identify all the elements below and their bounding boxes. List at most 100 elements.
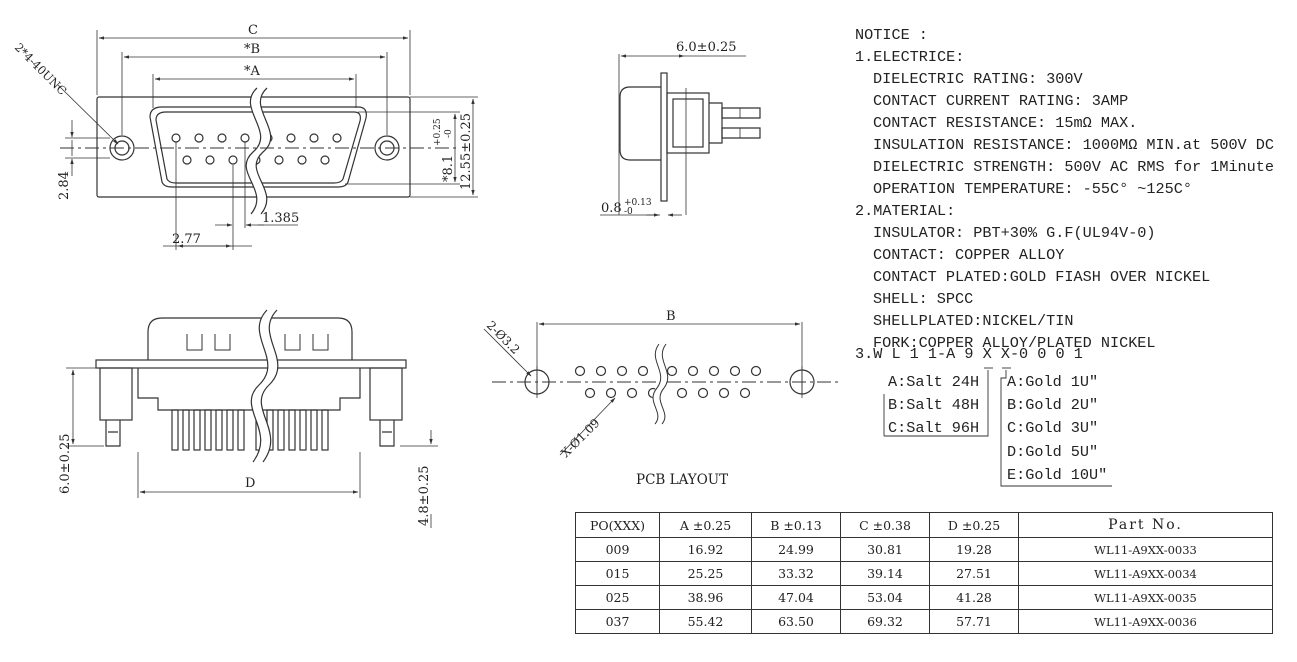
pcb-dim-b: B xyxy=(666,309,676,324)
table-cell: 24.99 xyxy=(751,537,841,562)
table-header-row: PO(XXX) A ±0.25 B ±0.13 C ±0.38 D ±0.25 … xyxy=(575,512,1273,538)
break-line xyxy=(260,309,279,463)
table-cell: 015 xyxy=(575,561,660,586)
gold-option: A:Gold 1U" xyxy=(1007,373,1099,391)
notice-line: SHELL: SPCC xyxy=(873,290,974,308)
side-fork-tail xyxy=(721,107,761,139)
dim-pin-length: 4.8±0.25 xyxy=(417,465,432,526)
table-header: D ±0.25 xyxy=(929,512,1019,538)
bottom-pins xyxy=(171,409,329,451)
dim-2-84: 2.84 xyxy=(57,171,72,200)
side-boardlock xyxy=(709,102,723,144)
contacts-row-1 xyxy=(171,133,342,143)
gold-option: B:Gold 2U" xyxy=(1007,396,1099,414)
front-view xyxy=(57,30,478,250)
table-cell: 69.32 xyxy=(840,609,930,634)
table-cell: 38.96 xyxy=(659,585,752,610)
notice-line: CONTACT: COPPER ALLOY xyxy=(873,246,1065,264)
dim-flange-thickness: 0.8 xyxy=(601,201,622,216)
dim-c-label: C xyxy=(248,23,258,38)
dim-a-label: *A xyxy=(244,64,261,79)
notice-line: CONTACT CURRENT RATING: 3AMP xyxy=(873,92,1129,110)
right-fork xyxy=(379,420,395,447)
table-cell: WL11-A9XX-0033 xyxy=(1018,537,1273,562)
side-view xyxy=(600,54,761,217)
notice-line: NOTICE : xyxy=(855,26,928,44)
table-header: PO(XXX) xyxy=(575,512,660,538)
notice-line: INSULATOR: PBT+30% G.F(UL94V-0) xyxy=(873,224,1156,242)
notice-line: DIELECTRIC STRENGTH: 500V AC RMS for 1Mi… xyxy=(873,158,1275,176)
part-number-code: 3.W L 1 1-A 9 X X-0 0 0 1 xyxy=(855,345,1083,363)
left-boardlock-block xyxy=(99,367,133,421)
gold-option: D:Gold 5U" xyxy=(1007,443,1099,461)
dim-side-width: 6.0±0.25 xyxy=(676,40,737,55)
table-header: A ±0.25 xyxy=(659,512,752,538)
notice-block: NOTICE : 1.ELECTRICE: DIELECTRIC RATING:… xyxy=(855,24,1295,354)
dim-2-77: 2.77 xyxy=(172,232,201,247)
dim-1-385: 1.385 xyxy=(262,211,299,226)
pcb-layout-title: PCB LAYOUT xyxy=(636,472,728,488)
salt-option: A:Salt 24H xyxy=(888,373,980,391)
bottom-windows xyxy=(186,334,329,351)
table-header: C ±0.38 xyxy=(840,512,930,538)
break-line xyxy=(245,87,262,215)
table-cell: 55.42 xyxy=(659,609,752,634)
notice-line: DIELECTRIC RATING: 300V xyxy=(873,70,1083,88)
notice-line: INSULATION RESISTANCE: 1000MΩ MIN.at 500… xyxy=(873,136,1275,154)
dimension-table: PO(XXX) A ±0.25 B ±0.13 C ±0.38 D ±0.25 … xyxy=(575,512,1273,634)
table-cell: 037 xyxy=(575,609,660,634)
side-body xyxy=(666,92,710,154)
table-cell: 025 xyxy=(575,585,660,610)
table-cell: 57.71 xyxy=(929,609,1019,634)
dim-fork-length: 6.0±0.25 xyxy=(58,433,73,494)
table-cell: 16.92 xyxy=(659,537,752,562)
pcb-small-hole-label: X-Ø1.09 xyxy=(558,416,602,460)
notice-line: FORK:COPPER ALLOY/PLATED NICKEL xyxy=(873,334,1156,352)
notice-line: 1.ELECTRICE: xyxy=(855,48,965,66)
dim-8-1-tol-upper: +0.25 xyxy=(433,118,443,146)
table-cell: 33.32 xyxy=(751,561,841,586)
pcb-holes-row-1 xyxy=(574,365,762,377)
front-shell-inner xyxy=(155,111,361,184)
table-cell: 41.28 xyxy=(929,585,1019,610)
screw-label: 2*4-40UNC xyxy=(12,40,70,98)
table-cell: WL11-A9XX-0035 xyxy=(1018,585,1273,610)
break-line xyxy=(255,87,272,215)
pcb-large-hole-label: 2-Ø3.2 xyxy=(484,318,523,357)
table-row: 025 38.96 47.04 53.04 41.28 WL11-A9XX-00… xyxy=(575,585,1273,610)
notice-line: OPERATION TEMPERATURE: -55C° ~125C° xyxy=(873,180,1192,198)
side-flange xyxy=(660,72,668,202)
table-cell: 009 xyxy=(575,537,660,562)
front-shell-outer xyxy=(149,106,367,188)
notice-line: SHELLPLATED:NICKEL/TIN xyxy=(873,312,1074,330)
table-cell: 53.04 xyxy=(840,585,930,610)
table-cell: 39.14 xyxy=(840,561,930,586)
table-header: Part No. xyxy=(1018,512,1273,538)
table-cell: WL11-A9XX-0034 xyxy=(1018,561,1273,586)
dim-0-8-tol-upper: +0.13 xyxy=(624,198,652,208)
left-fork xyxy=(105,420,121,447)
dim-b-label: *B xyxy=(244,42,260,57)
table-cell: 19.28 xyxy=(929,537,1019,562)
side-shell xyxy=(619,86,661,161)
part-number-tree xyxy=(883,367,1112,487)
gold-option: E:Gold 10U" xyxy=(1007,466,1108,484)
table-cell: WL11-A9XX-0036 xyxy=(1018,609,1273,634)
dim-d-label: D xyxy=(245,476,255,491)
right-boardlock-block xyxy=(369,367,403,421)
dim-8-1: *8.1 xyxy=(441,155,456,182)
notice-line: 2.MATERIAL: xyxy=(855,202,956,220)
dim-12-55: 12.55±0.25 xyxy=(459,113,474,190)
table-row: 015 25.25 33.32 39.14 27.51 WL11-A9XX-00… xyxy=(575,561,1273,586)
table-cell: 27.51 xyxy=(929,561,1019,586)
break-line xyxy=(250,309,269,463)
bottom-view xyxy=(66,306,438,528)
notice-line: CONTACT RESISTANCE: 15mΩ MAX. xyxy=(873,114,1138,132)
notice-line: CONTACT PLATED:GOLD FIASH OVER NICKEL xyxy=(873,268,1211,286)
table-cell: 63.50 xyxy=(751,609,841,634)
dim-0-8-tol-lower: -0 xyxy=(624,207,633,217)
bottom-body xyxy=(137,368,361,411)
dim-8-1-tol-lower: -0 xyxy=(444,129,454,138)
side-body-inner xyxy=(672,98,704,148)
